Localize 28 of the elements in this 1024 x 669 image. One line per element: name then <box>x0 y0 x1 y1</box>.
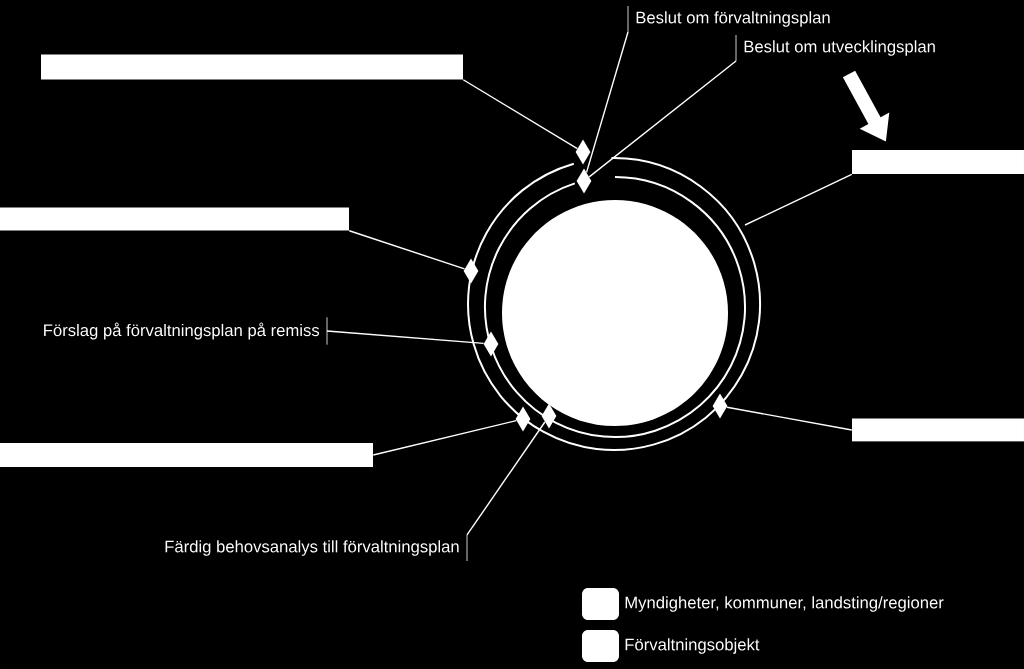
legend-label: Förvaltningsobjekt <box>625 638 760 654</box>
leader-line <box>726 406 853 431</box>
bar <box>0 207 349 231</box>
leader-line <box>588 60 737 178</box>
leader-text: Beslut om utvecklingsplan <box>735 34 935 62</box>
bar <box>41 54 463 80</box>
diamond-marker <box>575 139 591 165</box>
leader-line <box>744 173 853 226</box>
circle <box>502 200 728 426</box>
leader-line <box>326 330 485 345</box>
diamond-marker <box>541 403 557 429</box>
leader-text: Beslut om förvaltningsplan <box>627 5 830 33</box>
leader-text: Förslag på förvaltningsplan på remiss <box>44 316 328 346</box>
leader-line <box>462 79 579 150</box>
leader-line <box>585 31 629 174</box>
leader-line <box>372 419 517 456</box>
leader-line <box>466 421 546 536</box>
diamond-marker <box>515 406 531 432</box>
bar <box>852 418 1024 442</box>
diamond-marker <box>463 258 479 284</box>
leader-line <box>348 230 466 270</box>
bar <box>0 443 373 467</box>
bar <box>852 150 1024 174</box>
diamond-marker <box>576 168 592 194</box>
diamond-marker <box>712 393 728 419</box>
diamond-marker <box>483 331 499 357</box>
legend-label: Myndigheter, kommuner, landsting/regioner <box>625 596 944 612</box>
leader-text: Färdig behovsanalys till förvaltningsplan <box>165 534 468 562</box>
